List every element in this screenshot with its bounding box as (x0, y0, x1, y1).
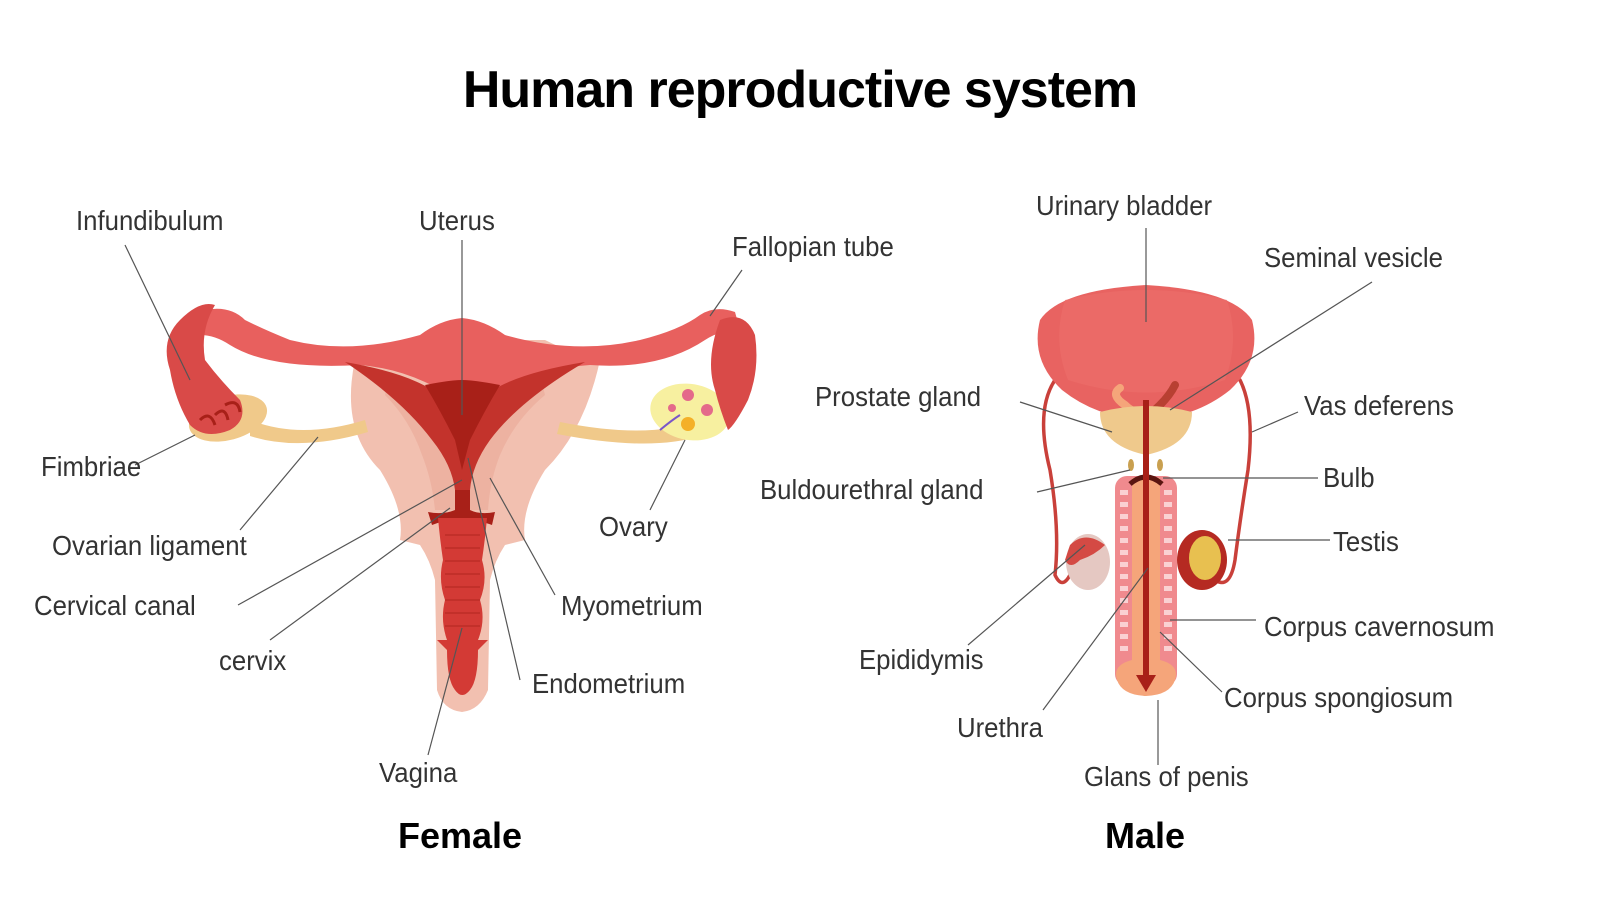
label-epididymis: Epididymis (859, 644, 984, 675)
label-seminal-vesicle: Seminal vesicle (1264, 242, 1443, 273)
male-heading: Male (1104, 815, 1186, 856)
female-anatomy-figure (166, 304, 757, 712)
label-testis: Testis (1333, 526, 1399, 557)
male-leader-lines (967, 228, 1373, 765)
label-glans-of-penis: Glans of penis (1084, 761, 1249, 792)
label-corpus-spongiosum: Corpus spongiosum (1224, 682, 1454, 713)
label-urinary-bladder: Urinary bladder (1036, 190, 1213, 221)
label-uterus: Uterus (419, 205, 495, 236)
label-urethra: Urethra (957, 712, 1043, 743)
label-fimbriae: Fimbriae (41, 451, 142, 482)
label-corpus-cavernosum: Corpus cavernosum (1264, 611, 1495, 642)
label-prostate-gland: Prostate gland (815, 381, 982, 412)
female-heading: Female (397, 815, 523, 856)
female-leader-lines (124, 240, 743, 756)
diagram-title: Human reproductive system (462, 61, 1138, 119)
male-anatomy-figure (1037, 285, 1255, 696)
label-myometrium: Myometrium (561, 590, 703, 621)
label-vas-deferens: Vas deferens (1304, 390, 1454, 421)
label-bulb: Bulb (1323, 462, 1375, 493)
label-buldourethral-gland: Buldourethral gland (760, 474, 984, 505)
label-infundibulum: Infundibulum (76, 205, 224, 236)
label-cervix: cervix (219, 645, 287, 676)
label-endometrium: Endometrium (532, 668, 686, 699)
label-cervical-canal: Cervical canal (34, 590, 196, 621)
label-ovarian-ligament: Ovarian ligament (52, 530, 247, 561)
label-ovary: Ovary (599, 511, 668, 542)
label-vagina: Vagina (379, 757, 458, 788)
label-fallopian-tube: Fallopian tube (732, 231, 894, 262)
